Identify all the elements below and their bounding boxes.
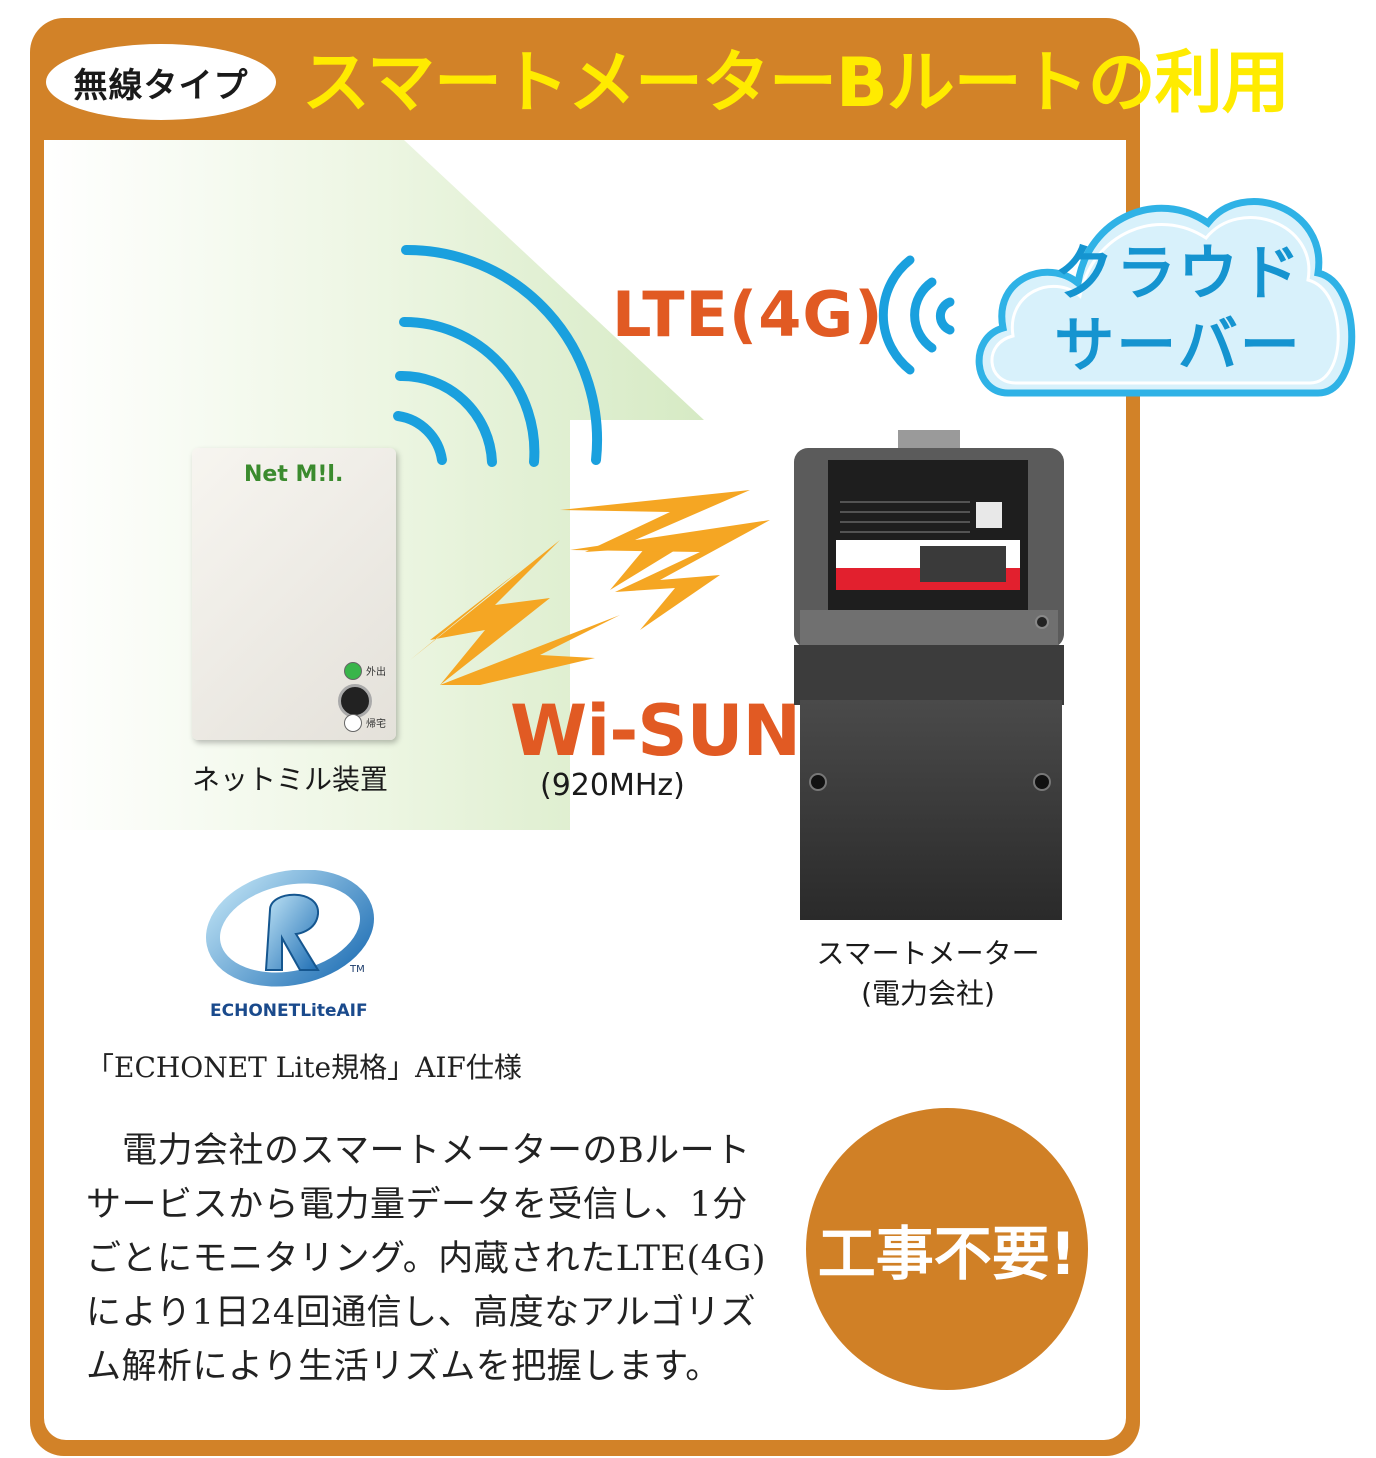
meter-caption-line1: スマートメーター — [816, 937, 1040, 970]
white-led-icon — [344, 714, 362, 732]
lte-signal-icon — [878, 255, 955, 375]
page-title: スマートメーターBルートの利用 — [302, 44, 1290, 123]
echonet-tm: TM — [349, 964, 365, 975]
lightning-bolt-icon — [410, 490, 770, 685]
smart-meter-image — [794, 430, 1064, 920]
device-caption: ネットミル装置 — [192, 763, 389, 796]
cloud-label-line2: サーバー — [1054, 311, 1302, 381]
netmil-logo: Net M!l. — [244, 462, 344, 487]
wireless-signal-icon — [393, 244, 603, 467]
wireless-type-badge: 無線タイプ — [46, 44, 276, 120]
led-label-home: 帰宅 — [366, 719, 386, 730]
cloud-label-line1: クラウド — [1054, 239, 1302, 309]
wisun-frequency: (920MHz) — [540, 768, 685, 803]
echonet-logo-text: ECHONETLiteAIF — [210, 1001, 368, 1020]
cloud-icon — [975, 198, 1356, 397]
cloud-server-label: クラウド サーバー — [1008, 238, 1348, 382]
meter-caption: スマートメーター (電力会社) — [790, 934, 1066, 1014]
led-label-away: 外出 — [366, 667, 386, 678]
description-text: 電力会社のスマートメーターのBルートサービスから電力量データを受信し、1分ごとに… — [86, 1131, 767, 1387]
echonet-caption: 「ECHONET Lite規格」AIF仕様 — [86, 1051, 522, 1084]
device-button-icon — [338, 684, 372, 718]
meter-caption-line2: (電力会社) — [861, 977, 995, 1010]
no-construction-badge: 工事不要! — [806, 1108, 1088, 1390]
wisun-label: Wi-SUN — [510, 690, 801, 772]
echonet-lite-aif-logo: TM ECHONETLiteAIF — [205, 870, 375, 1020]
green-led-icon — [344, 662, 362, 680]
lte-label: LTE(4G) — [612, 278, 884, 351]
